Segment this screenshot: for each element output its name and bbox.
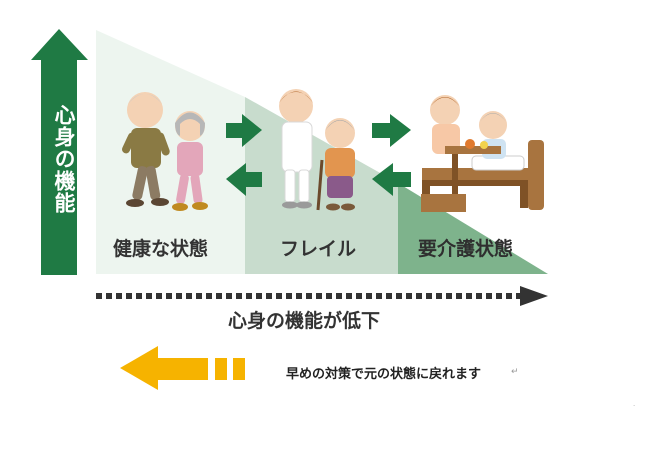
healthy-couple-illustration [122,92,208,211]
vertical-axis-label: 心身の機能 [52,104,76,214]
frailty-illustration [279,89,355,211]
horizontal-axis-label: 心身の機能が低下 [228,310,381,332]
arrow-frailty-to-healthy [226,163,262,196]
arrow-care-to-frailty [372,163,411,196]
stage-healthy-label: 健康な状態 [113,238,209,260]
stage-frailty-label: フレイル [280,238,357,260]
small-mark: . [633,400,636,408]
stage-healthy-background [96,30,245,274]
stage-care-label: 要介護状態 [418,238,514,260]
care-illustration [421,95,544,212]
vertical-axis-arrow [31,29,88,275]
arrow-frailty-to-care [372,114,411,147]
arrow-healthy-to-frailty [226,114,262,147]
return-arrow [120,346,245,390]
recovery-note: 早めの対策で元の状態に戻れます [286,367,482,382]
paragraph-return-mark: ↵ [511,367,519,377]
horizontal-axis-arrow [96,286,548,306]
